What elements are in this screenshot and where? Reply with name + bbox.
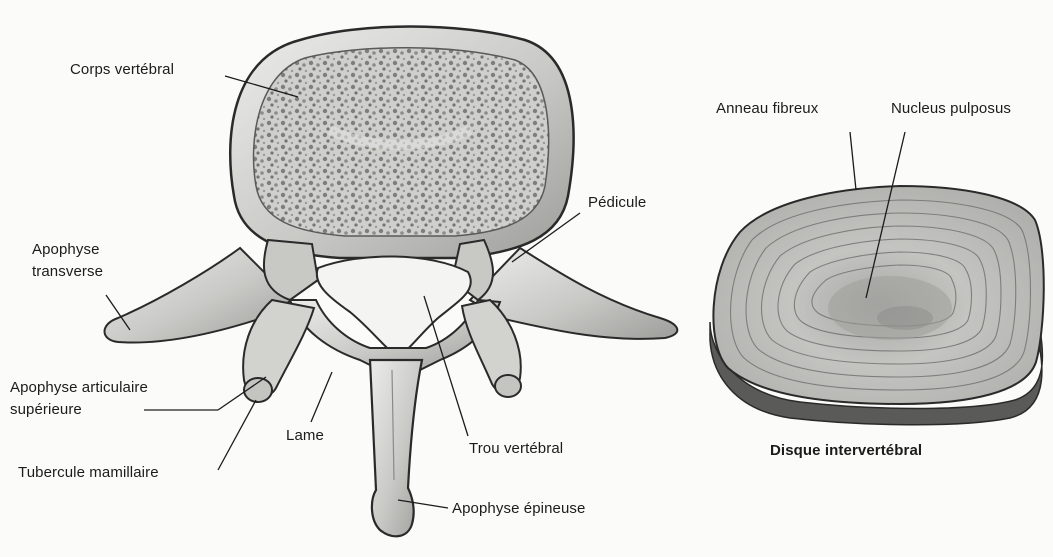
label-tubercule-mamillaire: Tubercule mamillaire bbox=[18, 464, 159, 482]
label-corps-vertebral: Corps vertébral bbox=[70, 61, 174, 79]
label-apophyse-transverse-line1: Apophyse bbox=[32, 241, 100, 259]
spinous-process bbox=[370, 360, 422, 536]
label-trou-vertebral: Trou vertébral bbox=[469, 440, 563, 458]
label-lame: Lame bbox=[286, 427, 324, 445]
leader-lame bbox=[311, 372, 332, 422]
label-apophyse-articulaire-line1: Apophyse articulaire bbox=[10, 379, 148, 397]
vertebra bbox=[105, 27, 678, 537]
label-apophyse-epineuse: Apophyse épineuse bbox=[452, 500, 585, 518]
label-anneau-fibreux: Anneau fibreux bbox=[716, 100, 818, 118]
label-nucleus-pulposus: Nucleus pulposus bbox=[891, 100, 1011, 118]
caption-disque-intervertebral: Disque intervertébral bbox=[770, 442, 922, 460]
leader-tubercule-mamillaire bbox=[218, 400, 256, 470]
label-apophyse-transverse-line2: transverse bbox=[32, 263, 103, 281]
leader-anneau-fibreux bbox=[850, 132, 856, 190]
leader-trou-vertebral bbox=[424, 296, 468, 436]
label-pedicule: Pédicule bbox=[588, 194, 646, 212]
intervertebral-disc bbox=[710, 186, 1044, 425]
label-apophyse-articulaire-line2: supérieure bbox=[10, 401, 82, 419]
